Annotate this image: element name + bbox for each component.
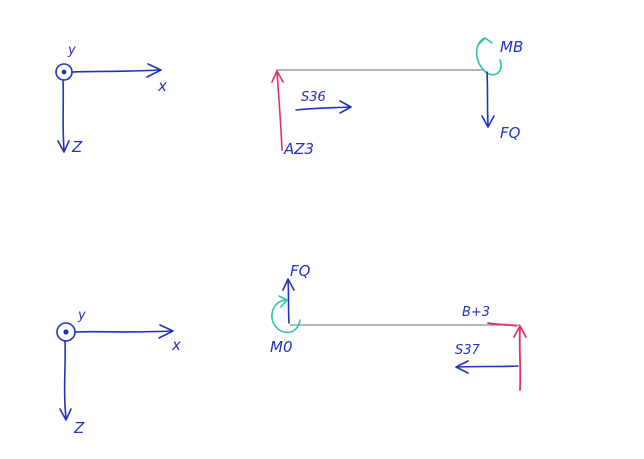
bottom-axial-force-arrow [455,360,519,374]
bottom-coordinate-axes [56,322,174,421]
top-axial-force-label: S36 [301,90,326,105]
top-x-axis-arrowhead [146,63,162,78]
bottom-moment-arrow [271,295,301,334]
bottom-z-axis-arrowhead [59,408,72,421]
top-left-reaction-label: AZ3 [283,140,314,158]
top-x-axis-label: x [157,77,167,95]
bottom-axial-force-label: S37 [455,343,481,358]
bottom-x-axis-label: x [171,336,181,354]
top-axial-force-arrow [295,100,352,114]
top-moment-arrow [475,37,502,76]
bottom-shear-force-arrow [282,278,295,324]
top-x-axis-line [71,69,161,73]
bottom-x-axis-arrowhead [158,324,174,339]
bottom-moment-label: M0 [270,338,293,356]
top-shear-force-label: FQ [500,124,521,142]
top-y-axis-dot [61,69,67,75]
bottom-y-axis-label: y [77,308,86,323]
top-z-axis-label: Z [71,138,83,156]
top-left-reaction-arrow [271,70,284,151]
top-moment-label: MB [500,38,523,56]
top-coordinate-axes [55,63,162,153]
bottom-right-reaction-arrow [487,322,527,391]
bottom-right-reaction-label: B+3 [462,305,490,320]
top-z-axis-line [62,79,65,151]
bottom-z-axis-line [63,340,67,419]
top-z-axis-arrowhead [57,140,70,153]
top-y-axis-label: y [67,43,76,58]
top-shear-force-arrow [481,71,495,128]
bottom-shear-force-label: FQ [290,262,311,280]
bottom-x-axis-line [74,330,173,333]
bottom-y-axis-dot [63,329,69,335]
bottom-z-axis-label: Z [73,419,85,437]
